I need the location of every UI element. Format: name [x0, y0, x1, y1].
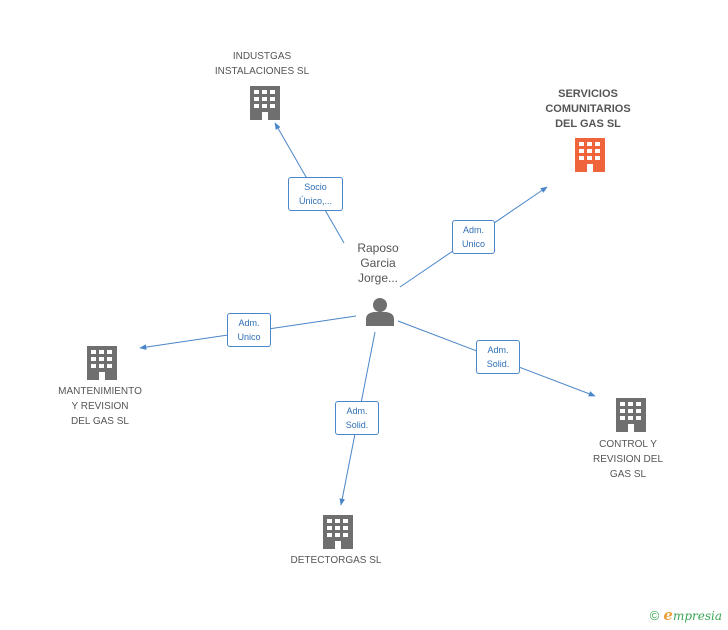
company-label-line: DEL GAS SL — [555, 118, 621, 130]
person-name-line: Raposo — [357, 241, 399, 255]
company-label-line: GAS SL — [609, 469, 647, 480]
edge-label-detectorgas[interactable]: Adm. Solid. — [335, 401, 379, 435]
company-label-detectorgas[interactable]: DETECTORGAS SL — [291, 553, 382, 568]
brand-logo: empresia — [663, 606, 722, 624]
company-label-line: REVISION DEL — [592, 454, 664, 465]
person-name[interactable]: Raposo Garcia Jorge... — [357, 241, 398, 286]
edge-label-mantenimiento[interactable]: Adm. Unico — [227, 313, 271, 347]
company-label-line: DEL GAS SL — [71, 416, 129, 427]
company-label-line: MANTENIMIENTO — [58, 386, 142, 397]
edge-label-line: Unico — [237, 332, 261, 342]
company-label-line: INSTALACIONES SL — [214, 66, 310, 77]
company-label-line: INDUSTGAS — [232, 51, 292, 62]
footer-brand[interactable]: ©empresia — [650, 606, 722, 624]
edge-label-servicios[interactable]: Adm. Unico — [452, 220, 495, 254]
brand-initial: e — [663, 606, 673, 624]
person-name-line: Jorge... — [357, 271, 399, 285]
person-name-line: Garcia — [360, 256, 396, 270]
company-label-line: DETECTORGAS SL — [290, 555, 382, 566]
edge-label-line: Adm. — [346, 406, 368, 416]
company-label-line: Y REVISION — [71, 401, 129, 412]
company-label-industgas[interactable]: INDUSTGAS INSTALACIONES SL — [215, 49, 309, 79]
building-icon[interactable] — [575, 138, 605, 172]
edge-label-line: Solid. — [345, 420, 369, 430]
edge-label-line: Adm. — [462, 225, 484, 235]
edge-label-line: Adm. — [238, 318, 260, 328]
edge-label-line: Único,... — [298, 196, 332, 206]
company-label-line: COMUNITARIOS — [545, 103, 631, 115]
building-icon[interactable] — [323, 515, 353, 549]
person-icon[interactable] — [366, 298, 394, 326]
company-label-line: CONTROL Y — [599, 439, 657, 450]
edge-label-line: Solid. — [486, 359, 510, 369]
company-label-line: SERVICIOS — [558, 88, 618, 100]
edge-label-control[interactable]: Adm. Solid. — [476, 340, 520, 374]
brand-name: mpresia — [672, 609, 722, 623]
copyright-symbol: © — [649, 608, 660, 623]
building-icon[interactable] — [616, 398, 646, 432]
building-icon[interactable] — [87, 346, 117, 380]
edge-label-line: Adm. — [487, 345, 509, 355]
edge-label-line: Unico — [461, 239, 485, 249]
company-label-control[interactable]: CONTROL Y REVISION DEL GAS SL — [593, 437, 663, 482]
edge-label-industgas[interactable]: Socio Único,... — [288, 177, 343, 211]
building-icon[interactable] — [250, 86, 280, 120]
edge-label-line: Socio — [304, 182, 327, 192]
company-label-servicios[interactable]: SERVICIOS COMUNITARIOS DEL GAS SL — [545, 87, 630, 132]
company-label-mantenimiento[interactable]: MANTENIMIENTO Y REVISION DEL GAS SL — [58, 384, 142, 429]
